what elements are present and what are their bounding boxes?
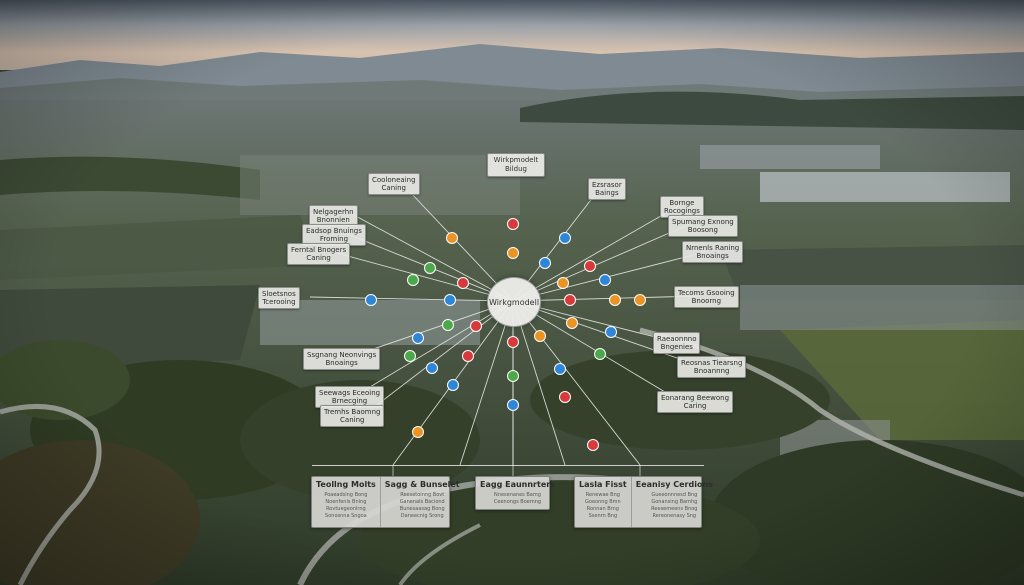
panel-heading: Lasla Fisst bbox=[579, 480, 627, 489]
panel-row: Nnesenanes Bamg bbox=[494, 492, 541, 498]
panel-row: Reesetoinng Bovt bbox=[400, 492, 445, 498]
orange-node-dot[interactable] bbox=[507, 247, 519, 259]
blue-node-dot[interactable] bbox=[447, 379, 459, 391]
panel-row: Bunesaasag Bong bbox=[399, 506, 445, 512]
panel-column: Eeanisy Cerdions Gueeonnnesd Bng Gonansi… bbox=[630, 477, 717, 527]
panel-column: Teollng Molts Poaeadsing Bong Noenfenls … bbox=[312, 477, 380, 527]
connector-line bbox=[512, 300, 566, 466]
red-node-dot[interactable] bbox=[470, 320, 482, 332]
panel-row: Rereonenasy Sng bbox=[652, 513, 697, 519]
central-hub-node[interactable]: Wirkgmodell bbox=[487, 277, 541, 327]
connector-line bbox=[309, 296, 514, 302]
panel-heading: Eeanisy Cerdions bbox=[635, 480, 713, 489]
orange-node-dot[interactable] bbox=[534, 330, 546, 342]
connector-line bbox=[332, 251, 514, 302]
orange-node-dot[interactable] bbox=[446, 232, 458, 244]
title-line-1: Wirkpmodelt bbox=[493, 156, 539, 164]
orange-node-dot[interactable] bbox=[412, 426, 424, 438]
green-node-dot[interactable] bbox=[424, 262, 436, 274]
panel-heading: Teollng Molts bbox=[316, 480, 376, 489]
panel-row: Ronnan Brng bbox=[586, 506, 619, 512]
green-node-dot[interactable] bbox=[594, 348, 606, 360]
connector-line bbox=[351, 213, 514, 302]
panel-row: Renewae Bng bbox=[585, 492, 620, 498]
panel-row: Noenfenls Bning bbox=[325, 499, 367, 505]
panel-row: Ssenrn Bng bbox=[588, 513, 618, 519]
blue-node-dot[interactable] bbox=[444, 294, 456, 306]
panel-heading: Eagg Eaunnrters bbox=[480, 480, 555, 489]
info-panel-center: Eagg Eaunnrters Nnesenanes Bamg Ceenongs… bbox=[475, 476, 555, 510]
red-node-dot[interactable] bbox=[507, 218, 519, 230]
connector-line bbox=[512, 223, 691, 302]
connector-line bbox=[364, 300, 514, 415]
red-node-dot[interactable] bbox=[587, 439, 599, 451]
panel-row: Goeonng Bmn bbox=[585, 499, 621, 505]
panel-column: Lasla Fisst Renewae Bng Goeonng Bmn Ronn… bbox=[575, 477, 631, 527]
green-node-dot[interactable] bbox=[507, 370, 519, 382]
blue-node-dot[interactable] bbox=[412, 332, 424, 344]
diagram-title: Wirkpmodelt Bildug bbox=[487, 153, 545, 177]
panel-heading: Sagg & Bunselet bbox=[384, 480, 460, 489]
blue-node-dot[interactable] bbox=[599, 274, 611, 286]
panel-row: Daneecnig Srong bbox=[400, 513, 444, 519]
panel-column: Eagg Eaunnrters Nnesenanes Bamg Ceenongs… bbox=[476, 477, 559, 509]
hub-label: Wirkgmodell bbox=[488, 297, 540, 307]
title-line-2: Bildug bbox=[504, 165, 527, 173]
red-node-dot[interactable] bbox=[559, 391, 571, 403]
red-node-dot[interactable] bbox=[462, 350, 474, 362]
red-node-dot[interactable] bbox=[564, 294, 576, 306]
blue-node-dot[interactable] bbox=[426, 362, 438, 374]
panel-row: Rovtuegeonlrng bbox=[326, 506, 366, 512]
blue-node-dot[interactable] bbox=[507, 399, 519, 411]
blue-node-dot[interactable] bbox=[554, 363, 566, 375]
panel-row: Ceenongs Boemng bbox=[493, 499, 542, 505]
panel-row: Gueeonnnesd Bng bbox=[651, 492, 698, 498]
red-node-dot[interactable] bbox=[584, 260, 596, 272]
blue-node-dot[interactable] bbox=[365, 294, 377, 306]
green-node-dot[interactable] bbox=[442, 319, 454, 331]
connector-line bbox=[354, 300, 514, 397]
orange-node-dot[interactable] bbox=[634, 294, 646, 306]
panel-column: Sagg & Bunselet Reesetoinng Bovt Ganenal… bbox=[379, 477, 464, 527]
panel-row: Gonansing Bamhg bbox=[651, 499, 698, 505]
blue-node-dot[interactable] bbox=[539, 257, 551, 269]
blue-node-dot[interactable] bbox=[559, 232, 571, 244]
green-node-dot[interactable] bbox=[404, 350, 416, 362]
red-node-dot[interactable] bbox=[457, 277, 469, 289]
connector-line bbox=[512, 295, 701, 302]
info-panel-left: Teollng Molts Poaeadsing Bong Noenfenls … bbox=[311, 476, 460, 528]
panel-row: Sonosnna Sngoa bbox=[325, 513, 367, 519]
connector-line bbox=[512, 300, 641, 466]
panel-row: Reesemeens Bnog bbox=[651, 506, 698, 512]
baseline-connector bbox=[312, 465, 704, 466]
connector-line bbox=[349, 300, 514, 358]
info-panel-right: Lasla Fisst Renewae Bng Goeonng Bmn Ronn… bbox=[574, 476, 713, 528]
orange-node-dot[interactable] bbox=[557, 277, 569, 289]
green-node-dot[interactable] bbox=[407, 274, 419, 286]
red-node-dot[interactable] bbox=[507, 336, 519, 348]
orange-node-dot[interactable] bbox=[609, 294, 621, 306]
blue-node-dot[interactable] bbox=[605, 326, 617, 338]
connector-line bbox=[512, 204, 681, 302]
connector-line bbox=[459, 300, 514, 466]
panel-row: Ganenals Baciond bbox=[399, 499, 445, 505]
orange-node-dot[interactable] bbox=[566, 317, 578, 329]
panel-row: Poaeadsing Bong bbox=[324, 492, 368, 498]
